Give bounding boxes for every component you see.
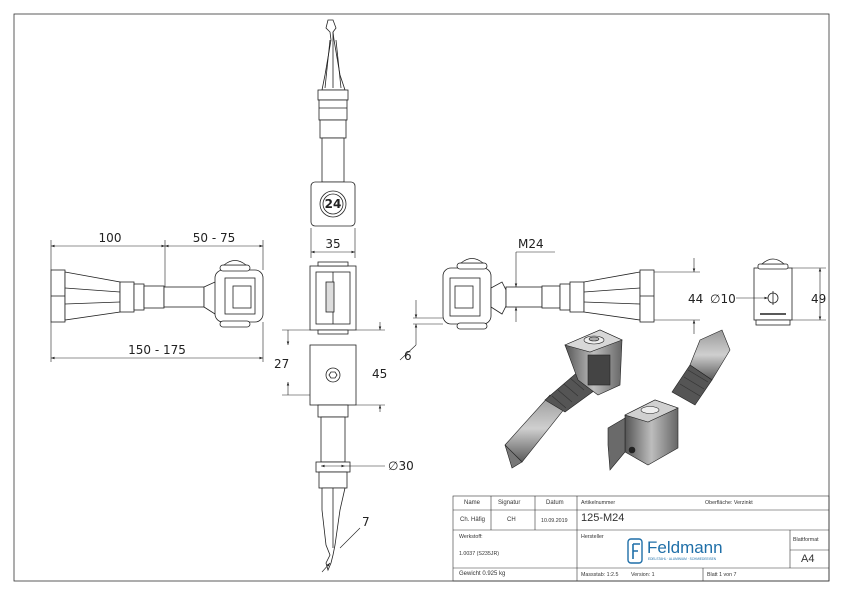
dim-100: 100	[99, 231, 122, 245]
render-a	[504, 329, 623, 469]
surface-finish: Oberfläche: Verzinkt	[705, 500, 753, 506]
logo-text: Feldmann	[647, 538, 723, 557]
dim-10: ∅10	[710, 292, 736, 306]
drawn-date: 10.09.2019	[541, 518, 568, 524]
drawn-by-name: Ch. Häfig	[460, 517, 486, 523]
material-label: Werkstoff:	[459, 534, 483, 540]
dim-6: 6	[404, 349, 412, 363]
material-value: 1.0037 (S235JR)	[459, 551, 500, 557]
dim-150-175: 150 - 175	[128, 343, 186, 357]
drawn-by-signature: CH	[507, 517, 516, 523]
sheet-format: A4	[801, 553, 815, 565]
feldmann-logo-icon	[627, 538, 643, 564]
hdr-signatur: Signatur	[498, 500, 521, 506]
nut-size-label: 24	[325, 197, 342, 211]
article-number: 125-M24	[581, 512, 625, 524]
sheet-count: Blatt 1 von 7	[707, 572, 737, 578]
weight: Gewicht 0.925 kg	[459, 571, 506, 577]
dimension-lines	[50, 228, 826, 573]
render-b	[607, 329, 731, 471]
dim-7: 7	[362, 515, 370, 529]
side-view-part	[753, 258, 793, 326]
article-number-label: Artikelnummer	[581, 500, 616, 506]
dim-50-75: 50 - 75	[193, 231, 236, 245]
left-view-part	[50, 260, 264, 328]
dim-45: 45	[372, 367, 387, 381]
title-block-grid	[452, 495, 830, 582]
scale: Massstab: 1:2.5	[581, 572, 619, 578]
right-view-part	[442, 258, 655, 330]
sheet-border	[13, 13, 830, 582]
dim-30: ∅30	[388, 459, 414, 473]
logo-tagline: EDELSTAHL · ALUMINIUM · SCHMIEDEEISEN	[648, 557, 717, 561]
sheet-format-label: Blattformat	[793, 537, 819, 543]
dim-44: 44	[688, 292, 703, 306]
hdr-datum: Datum	[546, 500, 564, 506]
top-view-part	[309, 19, 357, 572]
version: Version: 1	[631, 572, 655, 578]
manufacturer-label: Hersteller	[581, 534, 604, 540]
hdr-name: Name	[464, 500, 481, 506]
dim-49: 49	[811, 292, 826, 306]
dim-35: 35	[325, 237, 340, 251]
dim-27: 27	[274, 357, 289, 371]
dim-m24: M24	[518, 237, 544, 251]
